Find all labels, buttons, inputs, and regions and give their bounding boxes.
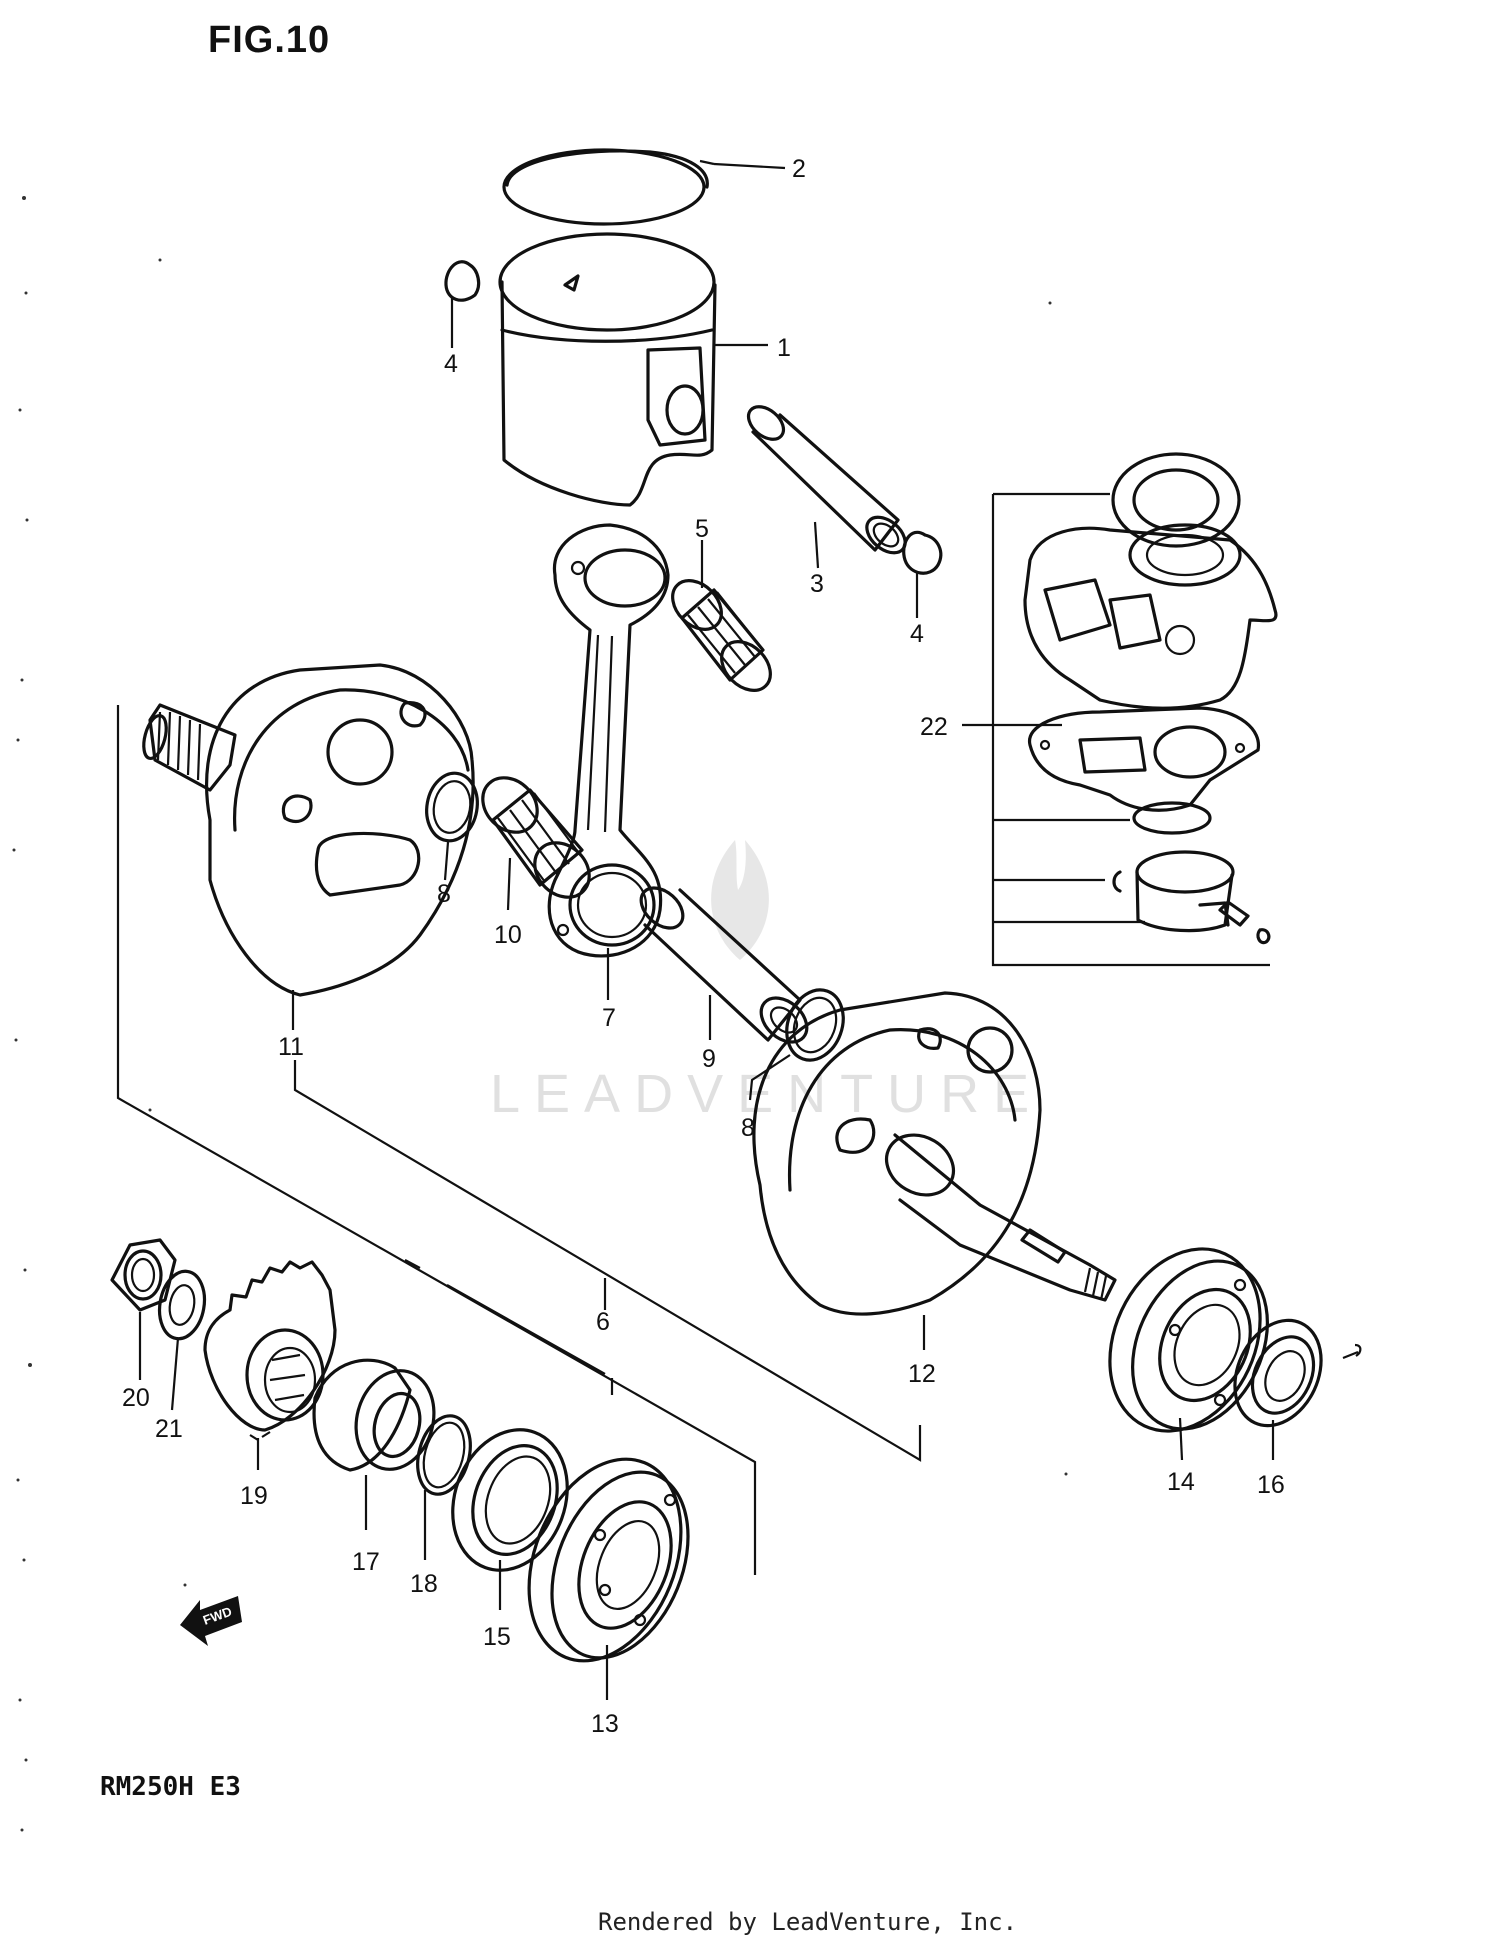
- callout-2: 2: [792, 155, 806, 183]
- callout-21: 21: [155, 1415, 183, 1443]
- callout-1: 1: [777, 334, 791, 362]
- callout-6: 6: [596, 1308, 610, 1336]
- part-main-bearing-left: [527, 1457, 690, 1663]
- part-piston: [498, 232, 717, 507]
- callout-5: 5: [695, 515, 709, 543]
- figure-title: FIG.10: [208, 19, 330, 61]
- callout-8-left: 8: [437, 880, 451, 908]
- callout-10: 10: [494, 921, 522, 949]
- part-gasket-set: [991, 452, 1278, 967]
- callout-17: 17: [352, 1548, 380, 1576]
- part-connecting-rod: [547, 523, 670, 958]
- callout-3: 3: [810, 570, 824, 598]
- part-crank-wheel-left: [142, 663, 475, 997]
- callout-16: 16: [1257, 1471, 1285, 1499]
- leader-lines: [138, 162, 1275, 1700]
- part-nut: [110, 1238, 177, 1312]
- callout-22: 22: [920, 713, 948, 741]
- callout-11: 11: [278, 1033, 304, 1061]
- part-small-end-bearing: [671, 579, 772, 692]
- part-primary-drive-gear: [203, 1260, 337, 1441]
- forward-direction-arrow-icon: FWD: [180, 1596, 242, 1646]
- watermark: LEADVENTURE: [490, 840, 1029, 1124]
- callout-7: 7: [602, 1004, 616, 1032]
- callout-15: 15: [483, 1623, 511, 1651]
- crankshaft-assembly-bracket: [116, 705, 922, 1575]
- callout-20: 20: [122, 1384, 150, 1412]
- part-thrust-washer-right: [785, 988, 845, 1062]
- model-code: RM250H E3: [100, 1772, 241, 1802]
- part-thrust-washer-left: [425, 771, 479, 843]
- part-crank-wheel-right: [752, 991, 1117, 1316]
- part-crank-pin: [639, 886, 809, 1044]
- callout-labels: 1 2 3 4 4 5 6 7 8 8 9 10 11 12 13 14 15 …: [122, 155, 1285, 1738]
- part-piston-pin: [746, 405, 907, 555]
- callout-14: 14: [1167, 1468, 1195, 1496]
- part-main-bearing-right: [1108, 1247, 1269, 1433]
- part-circlip-right: [902, 530, 943, 575]
- part-piston-ring: [502, 148, 715, 226]
- callout-19: 19: [240, 1482, 268, 1510]
- callout-13: 13: [591, 1710, 619, 1738]
- part-circlip-left: [444, 260, 481, 302]
- callout-9: 9: [702, 1045, 716, 1073]
- stray-mark: [1342, 1343, 1362, 1360]
- callout-18: 18: [410, 1570, 438, 1598]
- part-oil-seal-left: [451, 1428, 569, 1572]
- part-washer: [157, 1269, 207, 1341]
- footer-credit: Rendered by LeadVenture, Inc.: [598, 1908, 1017, 1936]
- callout-4-left: 4: [444, 350, 458, 378]
- callout-8-right: 8: [741, 1114, 755, 1142]
- part-oil-seal-right: [1233, 1318, 1323, 1428]
- watermark-flame-icon: [711, 840, 769, 960]
- part-spacer: [312, 1358, 436, 1472]
- part-big-end-bearing: [481, 776, 591, 899]
- callout-4-right: 4: [910, 620, 924, 648]
- callout-12: 12: [908, 1360, 936, 1388]
- scan-speckles: [12, 196, 1068, 1832]
